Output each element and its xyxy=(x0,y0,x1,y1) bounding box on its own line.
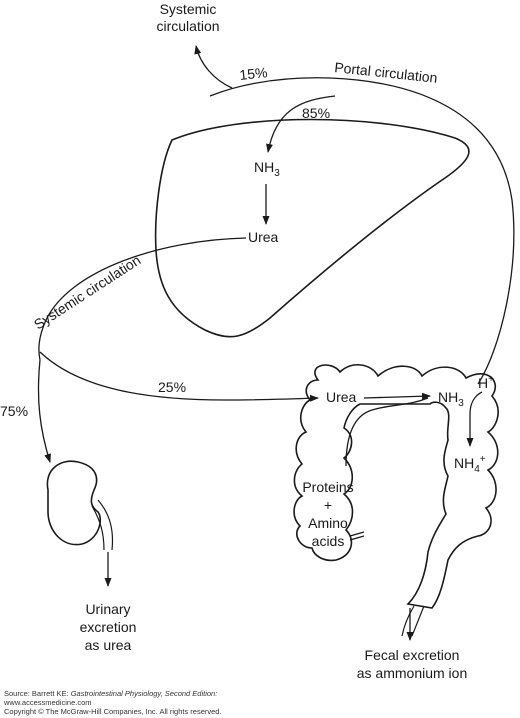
label-nh3-liver: NH3 xyxy=(254,159,280,179)
protein-breakdown-path xyxy=(345,397,429,467)
label-acids: acids xyxy=(312,533,345,549)
arrow-to-nh4 xyxy=(466,391,483,447)
label-urea-liver: Urea xyxy=(248,229,279,245)
arrow-to-colon-urea xyxy=(39,351,319,402)
label-urinary-1: Urinary xyxy=(85,601,130,617)
ureter-line xyxy=(91,499,114,551)
label-fecal-2: as ammonium ion xyxy=(357,665,468,681)
arrow-urea-to-nh3 xyxy=(363,392,431,400)
label-nh3-colon: NH3 xyxy=(438,389,464,409)
label-85pct: 85% xyxy=(302,105,330,121)
label-systemic-top-2: circulation xyxy=(156,18,219,34)
arrow-to-liver-nh3 xyxy=(266,95,336,153)
liver-shape xyxy=(154,118,470,338)
label-systemic-top-1: Systemic xyxy=(160,1,217,17)
systemic-circulation-path xyxy=(38,237,247,361)
label-plus: + xyxy=(324,497,332,513)
rectum-line xyxy=(401,605,425,637)
label-nh4: NH4+ xyxy=(454,454,486,475)
label-portal-circulation: Portal circulation xyxy=(334,59,439,86)
label-urinary-2: excretion xyxy=(80,619,137,635)
amino-acid-marker xyxy=(349,531,365,541)
label-systemic-left: Systemic circulation xyxy=(31,252,143,333)
label-urinary-3: as urea xyxy=(85,637,132,653)
label-h-plus: H+ xyxy=(478,374,494,391)
label-amino: Amino xyxy=(308,515,348,531)
kidney-shape xyxy=(46,460,102,546)
colon-shape xyxy=(293,364,499,609)
label-urea-colon: Urea xyxy=(326,389,357,405)
source-line-3: Copyright © The McGraw-Hill Companies, I… xyxy=(4,707,222,716)
label-15pct: 15% xyxy=(239,64,269,83)
portal-circulation-path xyxy=(209,77,515,385)
label-75pct: 75% xyxy=(0,403,28,419)
label-25pct: 25% xyxy=(158,379,186,395)
source-line-1: Source: Barrett KE: Gastrointestinal Phy… xyxy=(4,689,217,698)
arrow-to-kidney xyxy=(37,359,51,463)
label-proteins: Proteins xyxy=(302,479,353,495)
arrow-to-systemic-top xyxy=(194,45,233,89)
source-line-2: www.accessmedicine.com xyxy=(3,698,92,707)
label-fecal-1: Fecal excretion xyxy=(365,647,460,663)
